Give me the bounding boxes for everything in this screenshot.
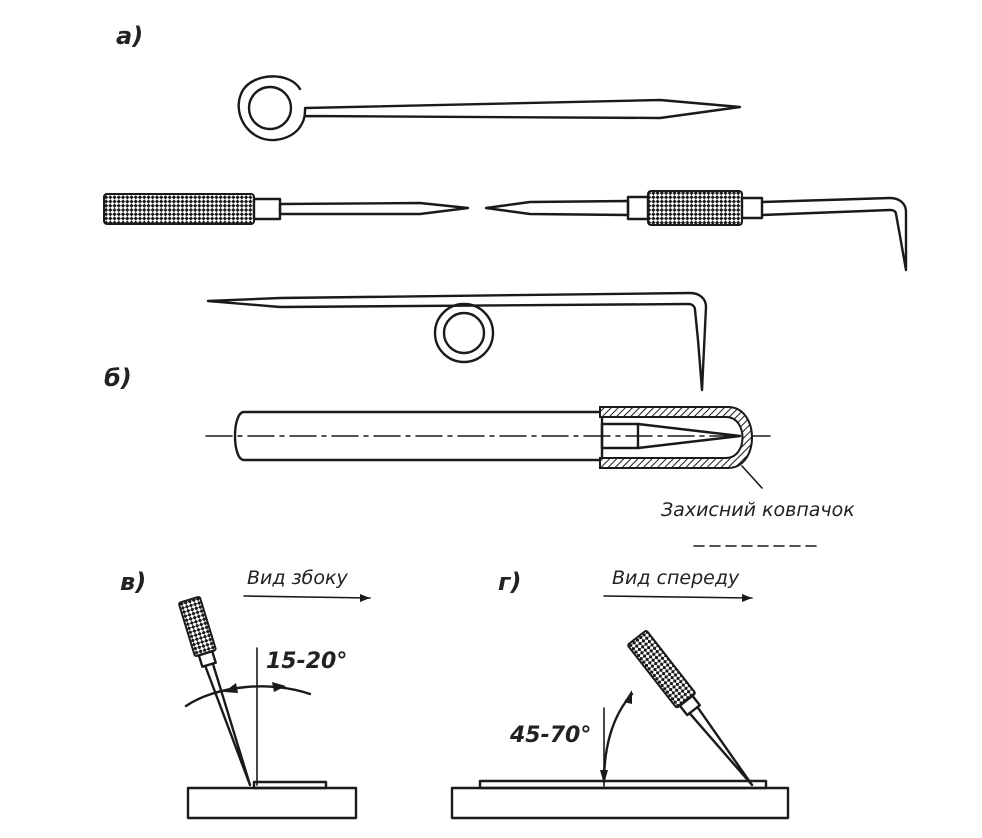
protective-cap <box>599 406 753 469</box>
hook-scriber <box>484 190 908 272</box>
knurled-handle <box>627 630 696 709</box>
front-view-caption: Вид спереду <box>612 567 740 589</box>
knurled-handle <box>647 190 743 226</box>
protective-cap-caption: Захисний ковпачок <box>661 499 855 521</box>
angle-arc <box>184 685 312 708</box>
front-view-underline <box>603 595 753 599</box>
front-angle-label: 45-70° <box>509 723 591 748</box>
front-view-scriber: 45-70° <box>450 630 790 820</box>
loop-handle-scriber <box>237 75 742 142</box>
panel-b-label: б) <box>104 364 132 392</box>
panel-a-label: а) <box>116 22 143 50</box>
panel-v-label: в) <box>120 568 146 596</box>
workpiece-plate <box>186 786 358 820</box>
coil-scriber <box>206 291 708 392</box>
front-view-arrowhead <box>742 594 752 602</box>
straight-scriber <box>103 193 470 225</box>
knurled-handle <box>178 595 217 657</box>
side-view-underline <box>243 595 371 599</box>
side-view-arrowhead <box>360 594 370 602</box>
workpiece-plate <box>450 786 790 820</box>
knurled-handle <box>103 193 255 225</box>
side-angle-label: 15-20° <box>266 649 347 674</box>
pocket-scriber: Захисний ковпачок <box>205 406 855 547</box>
panel-g-label: г) <box>498 568 522 596</box>
side-view-scriber: 15-20° <box>178 595 358 820</box>
side-view-caption: Вид збоку <box>247 567 348 589</box>
angle-arc <box>602 692 634 784</box>
